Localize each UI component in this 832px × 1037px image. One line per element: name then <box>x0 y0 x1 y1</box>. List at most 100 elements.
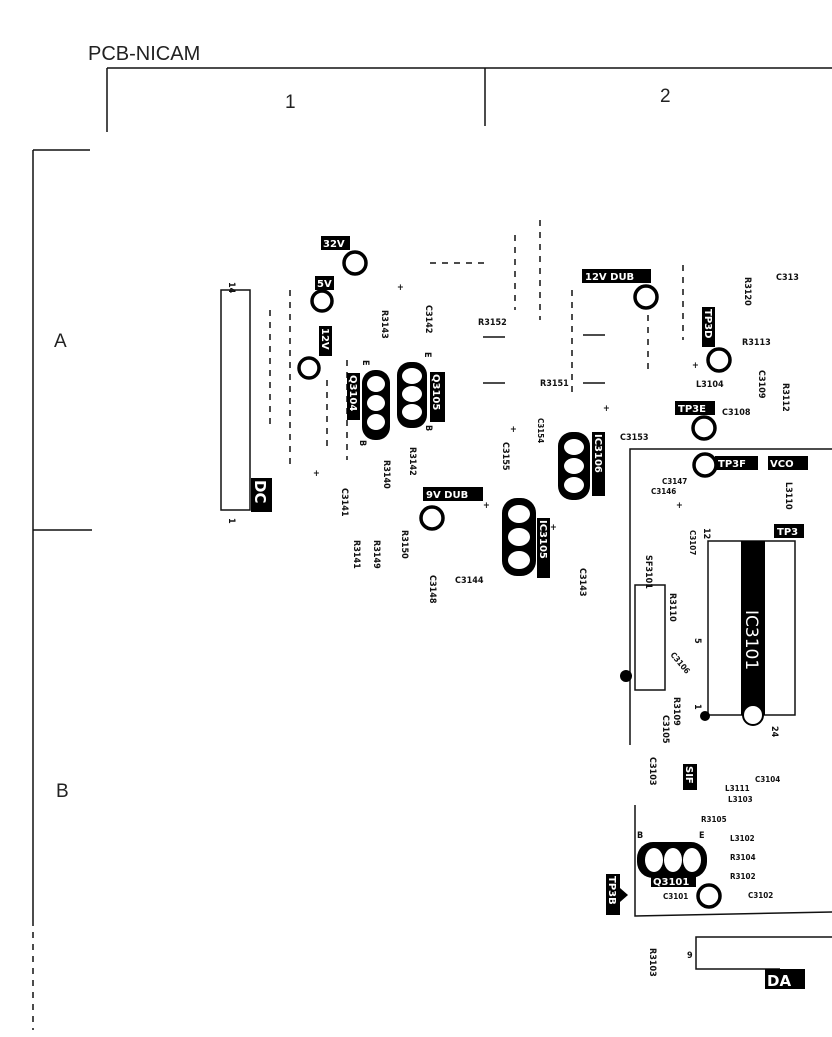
label-r3141: R3141 <box>351 540 361 569</box>
svg-text:B: B <box>357 440 367 446</box>
label-c3146: C3146 <box>651 487 676 496</box>
tag-32v: 32V <box>323 239 345 250</box>
svg-text:E: E <box>422 352 432 358</box>
svg-text:E: E <box>699 831 705 841</box>
page-title: PCB-NICAM <box>88 43 200 65</box>
tag-tp3: TP3 <box>777 527 798 538</box>
tag-q3101: Q3101 <box>653 877 689 888</box>
label-r3151: R3151 <box>540 379 569 389</box>
svg-text:+: + <box>550 523 557 533</box>
transistor-q3101 <box>637 842 707 878</box>
test-point-5v <box>310 289 334 313</box>
pin-label: 1 <box>226 518 236 524</box>
label-c3154: C3154 <box>536 418 545 443</box>
shield-outline <box>629 448 832 745</box>
label-l3111: L3111 <box>725 784 750 793</box>
tag-q3105: Q3105 <box>430 374 441 410</box>
label-r3149: R3149 <box>371 540 381 569</box>
row-label-b: B <box>56 781 69 802</box>
test-point-32v <box>342 250 368 276</box>
label-c3142: C3142 <box>423 305 433 333</box>
row-label-a: A <box>54 331 67 352</box>
connector-dc <box>220 289 251 511</box>
label-r3152: R3152 <box>478 318 507 328</box>
svg-text:24: 24 <box>769 726 779 738</box>
test-point-c3101 <box>696 883 722 909</box>
tag-ic3101: IC3101 <box>741 610 761 670</box>
tag-q3104: Q3104 <box>347 375 358 411</box>
svg-text:B: B <box>423 425 433 431</box>
tag-da: DA <box>767 972 791 990</box>
test-point-9v-dub <box>419 505 445 531</box>
svg-text:+: + <box>603 404 610 414</box>
svg-text:+: + <box>692 361 699 371</box>
svg-text:E: E <box>360 360 370 366</box>
label-c3101: C3101 <box>663 892 688 901</box>
label-r3102: R3102 <box>730 872 756 881</box>
connector-da <box>695 936 832 970</box>
label-r3140: R3140 <box>381 460 391 489</box>
svg-text:9: 9 <box>687 951 693 961</box>
arrow-icon <box>620 888 628 902</box>
svg-text:B: B <box>637 831 643 841</box>
tag-9v-dub: 9V DUB <box>426 490 468 501</box>
label-c3106: C3106 <box>668 651 691 676</box>
label-r3110: R3110 <box>667 593 677 622</box>
label-r3143: R3143 <box>379 310 389 339</box>
label-c3103: C3103 <box>647 757 657 785</box>
label-r3104: R3104 <box>730 853 756 862</box>
test-point-tp3e <box>691 415 717 441</box>
filter-sf3101 <box>634 584 666 691</box>
label-c3148: C3148 <box>427 575 437 604</box>
label-r3103: R3103 <box>647 948 657 977</box>
svg-text:+: + <box>676 501 683 511</box>
tag-dc: DC <box>251 480 269 503</box>
ic-ic3105 <box>502 498 536 576</box>
test-point-tp3d <box>706 347 732 373</box>
tag-tp3e: TP3E <box>678 404 706 415</box>
label-r3150: R3150 <box>399 530 409 559</box>
pin-label: 14 <box>226 282 236 294</box>
tag-5v: 5V <box>317 279 332 290</box>
label-c313: C313 <box>776 273 799 283</box>
tag-sif: SIF <box>683 766 694 784</box>
label-r3105: R3105 <box>701 815 727 824</box>
label-r3109: R3109 <box>671 697 681 726</box>
label-c3102: C3102 <box>748 891 773 900</box>
label-c3108: C3108 <box>722 408 751 418</box>
tag-tp3d: TP3D <box>702 309 713 338</box>
label-l3104: L3104 <box>696 380 724 390</box>
tag-12v-dub: 12V DUB <box>585 272 634 283</box>
column-label-2: 2 <box>660 86 671 107</box>
svg-text:+: + <box>483 501 490 511</box>
label-c3107: C3107 <box>688 530 697 555</box>
tag-ic3106: IC3106 <box>592 434 603 473</box>
tag-vco: VCO <box>770 459 794 470</box>
tag-ic3105: IC3105 <box>537 520 548 559</box>
label-c3153: C3153 <box>620 433 648 443</box>
label-sf3101: SF3101 <box>643 555 653 589</box>
transistor-q3104 <box>362 370 390 440</box>
label-c3104: C3104 <box>755 775 780 784</box>
shield-outline <box>634 805 832 917</box>
svg-text:+: + <box>313 469 320 479</box>
test-point-12v-dub <box>633 284 659 310</box>
label-r3112: R3112 <box>780 383 790 412</box>
label-c3155: C3155 <box>500 442 510 471</box>
label-c3147: C3147 <box>662 477 687 486</box>
svg-text:+: + <box>510 425 517 435</box>
label-c3109: C3109 <box>756 370 766 399</box>
tag-12v: 12V <box>319 328 330 350</box>
label-r3142: R3142 <box>407 447 417 476</box>
label-l3110: L3110 <box>783 482 793 510</box>
tag-tp3b: TP3B <box>606 876 617 905</box>
svg-text:12: 12 <box>701 528 711 539</box>
label-c3105: C3105 <box>660 715 670 744</box>
label-r3113: R3113 <box>742 338 771 348</box>
label-l3103: L3103 <box>728 795 753 804</box>
svg-text:+: + <box>397 283 404 293</box>
test-point-12v <box>297 356 321 380</box>
ic-ic3106 <box>558 432 590 500</box>
tag-tp3f: TP3F <box>718 459 746 470</box>
